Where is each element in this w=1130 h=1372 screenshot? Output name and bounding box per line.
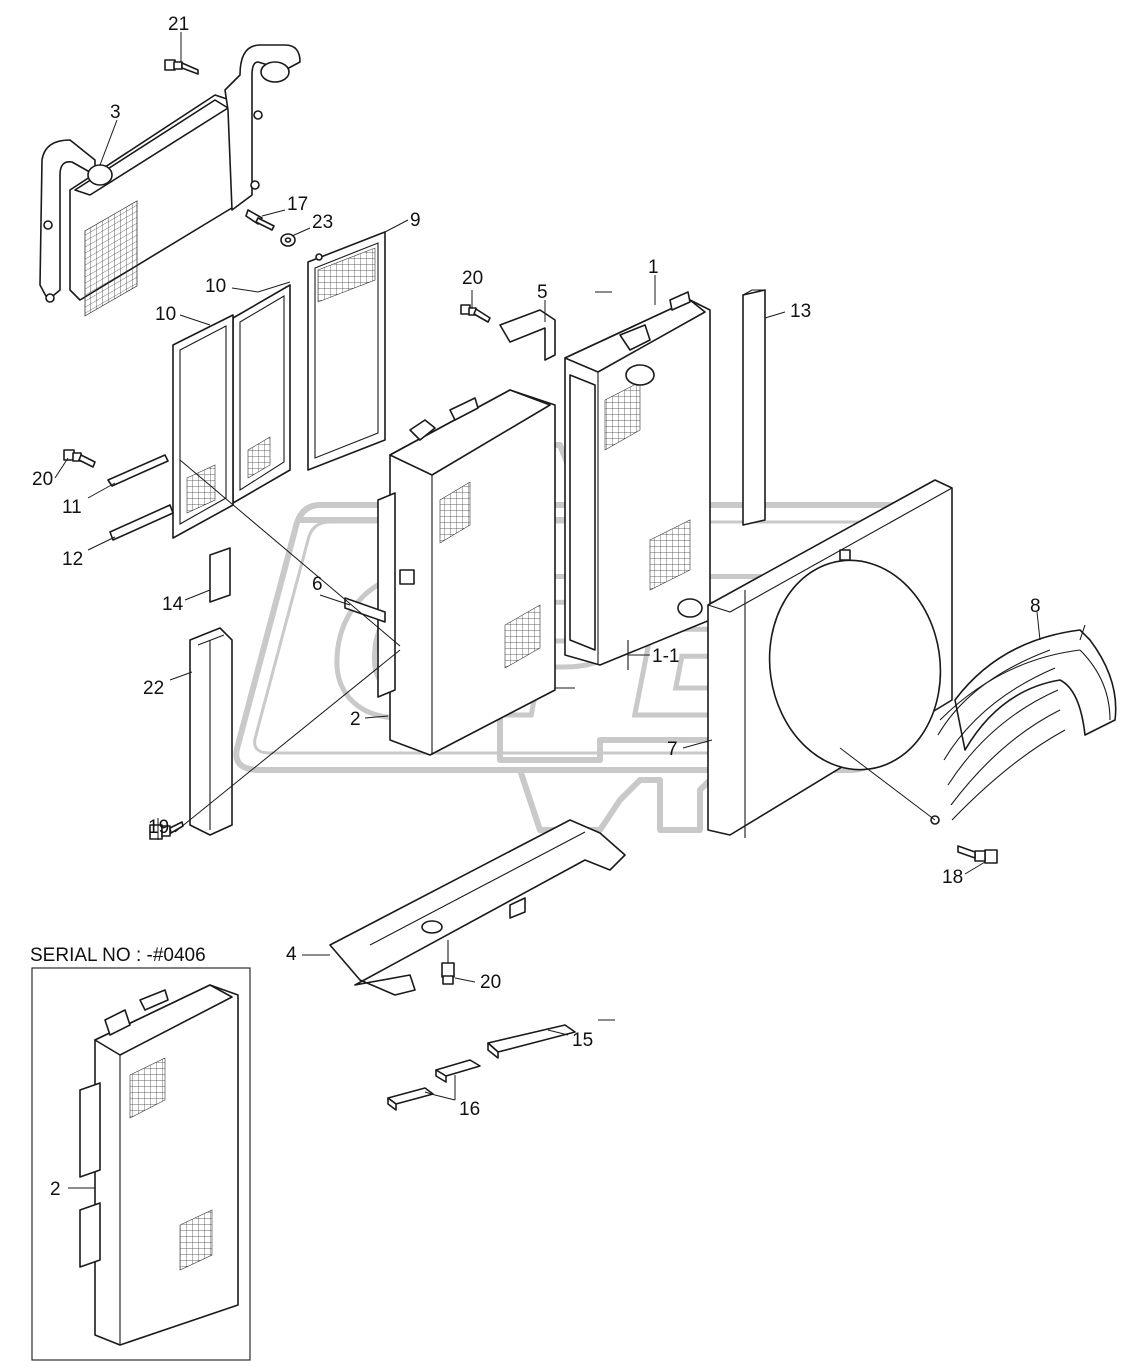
callout-15: 15: [572, 1030, 593, 1051]
callout-21: 21: [168, 14, 189, 35]
shroud-part-7: [707, 479, 953, 838]
bolt-part-20-upper: [460, 304, 491, 323]
callout-8: 8: [1030, 596, 1041, 617]
callout-4: 4: [286, 944, 297, 965]
plate-part-6: [344, 597, 386, 623]
callout-3: 3: [110, 102, 121, 123]
bolt-part-21: [164, 59, 199, 75]
bolt-part-18: [957, 845, 998, 864]
inset-oil-cooler-part-2: [79, 984, 239, 1346]
callout-2-inset: 2: [50, 1179, 61, 1200]
callout-7: 7: [667, 739, 678, 760]
pad-part-16-a: [435, 1059, 481, 1083]
leader-lines: [54, 32, 1041, 1189]
radiator-part-1: [564, 291, 711, 670]
bolt-part-20-lower: [441, 940, 455, 985]
bar-part-13: [742, 289, 766, 526]
screen-part-9: [307, 231, 386, 471]
callout-22: 22: [143, 678, 164, 699]
oil-cooler-part-2: [377, 389, 556, 756]
serial-inset: [31, 967, 251, 1361]
callout-10-upper: 10: [205, 276, 226, 297]
callout-labels: 21 3 17 23 9 10 10 20 5 1 13 20 11 12 14…: [30, 14, 1041, 1200]
screen-part-10-left: [172, 314, 234, 539]
callout-1: 1: [648, 257, 659, 278]
callout-10-lower: 10: [155, 304, 176, 325]
screen-part-10-right: [232, 284, 291, 504]
washer-part-23: [280, 233, 296, 247]
bolt-part-19: [149, 821, 184, 840]
callout-20-upper: 20: [462, 268, 483, 289]
callout-12: 12: [62, 549, 83, 570]
intercooler-part-3: [39, 44, 301, 317]
inset-frame: [31, 967, 251, 1361]
callout-19: 19: [148, 817, 169, 838]
callout-9: 9: [410, 210, 421, 231]
callout-2: 2: [350, 709, 361, 730]
callout-14: 14: [162, 594, 184, 615]
callout-20-left: 20: [32, 469, 53, 490]
seal-part-22: [189, 627, 233, 836]
pad-part-14: [209, 547, 231, 603]
callout-1-1: 1-1: [652, 646, 679, 667]
callout-16: 16: [459, 1099, 480, 1120]
callout-11: 11: [62, 497, 82, 518]
callout-20-lower: 20: [480, 972, 501, 993]
callout-18: 18: [942, 867, 963, 888]
serial-number-note: SERIAL NO : -#0406: [30, 945, 206, 966]
callout-17: 17: [287, 194, 308, 215]
callout-13: 13: [790, 301, 811, 322]
wing-bolt-part-17: [245, 209, 275, 231]
bolt-part-20-left: [63, 449, 96, 468]
bracket-part-5: [499, 309, 556, 361]
strip-part-11: [107, 454, 169, 487]
base-plate-part-4: [329, 819, 626, 996]
callout-5: 5: [537, 282, 548, 303]
pad-part-16-b: [387, 1087, 434, 1111]
pad-part-15: [487, 1024, 576, 1059]
strip-part-12: [109, 504, 174, 541]
callout-6: 6: [312, 574, 323, 595]
fan-guard-part-8: [930, 624, 1117, 825]
callout-23: 23: [312, 212, 333, 233]
